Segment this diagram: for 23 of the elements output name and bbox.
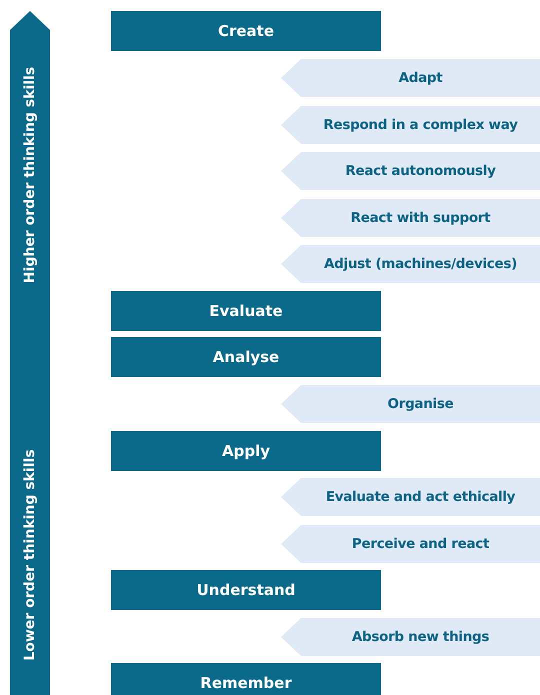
skill-label: Apply bbox=[222, 442, 270, 460]
skill-box bbox=[111, 11, 381, 51]
skill-box bbox=[111, 431, 381, 471]
skill-label: Respond in a complex way bbox=[323, 117, 518, 133]
axis-label: Lower order thinking skills bbox=[22, 449, 38, 661]
skill-label: Understand bbox=[196, 581, 296, 599]
skill-box bbox=[111, 663, 381, 695]
skill-box bbox=[111, 291, 381, 331]
skill-label: Adapt bbox=[398, 70, 442, 86]
skill-label: Perceive and react bbox=[352, 536, 490, 552]
skill-label: React autonomously bbox=[345, 163, 496, 179]
skill-label: Absorb new things bbox=[352, 629, 490, 645]
skill-label: Create bbox=[218, 22, 274, 40]
skill-label: Remember bbox=[200, 674, 292, 692]
skill-label: Evaluate bbox=[209, 302, 283, 320]
skill-label: Analyse bbox=[212, 348, 280, 366]
skill-label: Organise bbox=[388, 396, 454, 412]
axis-label: Higher order thinking skills bbox=[22, 66, 38, 284]
skill-label: React with support bbox=[350, 210, 490, 226]
skill-box bbox=[111, 570, 381, 610]
skill-box bbox=[111, 337, 381, 377]
skill-label: Evaluate and act ethically bbox=[326, 489, 516, 505]
skill-label: Adjust (machines/devices) bbox=[324, 256, 517, 272]
